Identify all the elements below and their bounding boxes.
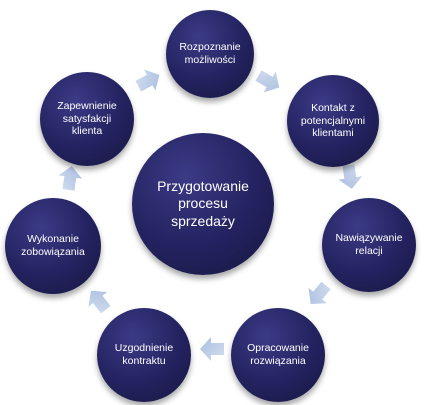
cycle-node-opracowanie: Opracowanie rozwiązania [231,308,325,402]
arrow-right-icon [255,70,280,93]
cycle-node-kontakt: Kontakt z potencjalnymi klientami [287,75,379,167]
cycle-node-wykonanie: Wykonanie zobowiązania [5,198,101,294]
cycle-node-label: Uzgodnienie kontraktu [114,342,174,367]
arrow-right-icon [308,281,331,304]
center-node: Przygotowanie procesu sprzedaży [132,133,274,275]
cycle-node-label: Nawiązywanie relacji [335,232,403,257]
arrow-1 [255,70,280,93]
arrow-2 [338,164,363,189]
arrow-right-icon [338,164,363,189]
arrow-4 [200,337,224,361]
cycle-node-label: Zapewnienie satysfakcji klienta [57,100,117,138]
cycle-node-label: Opracowanie rozwiązania [247,342,309,367]
cycle-node-label: Wykonanie zobowiązania [21,233,85,258]
arrow-6 [58,166,83,191]
arrow-7 [135,69,160,92]
cycle-node-rozpoznanie: Rozpoznanie możliwości [166,10,254,98]
cycle-node-label: Rozpoznanie możliwości [179,41,241,66]
cycle-node-zapewnienie: Zapewnienie satysfakcji klienta [40,72,134,166]
cycle-node-nawiazywanie: Nawiązywanie relacji [322,198,416,292]
arrow-right-icon [135,69,160,92]
arrow-right-icon [200,337,224,361]
cycle-node-label: Kontakt z potencjalnymi klientami [300,102,366,140]
arrow-right-icon [58,166,83,191]
arrow-3 [308,281,331,304]
cycle-node-uzgodnienie: Uzgodnienie kontraktu [97,308,191,402]
arrow-right-icon [88,290,111,314]
center-node-label: Przygotowanie procesu sprzedaży [157,177,249,229]
arrow-5 [88,290,111,314]
